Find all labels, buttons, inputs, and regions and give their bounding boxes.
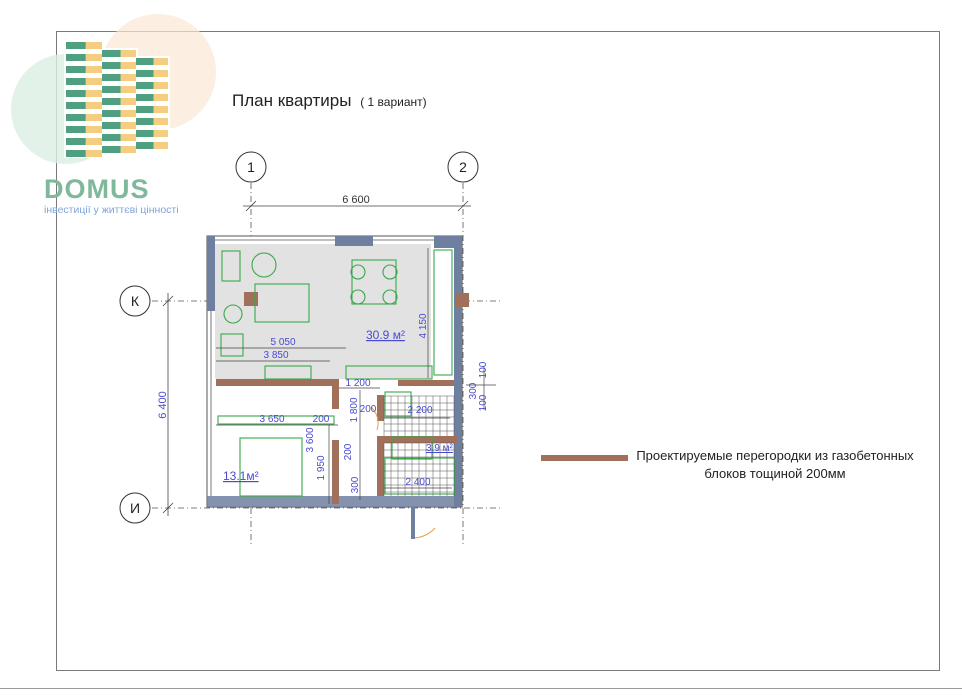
dim-living-width: 5 050: [270, 337, 295, 348]
apartment-outline: [206, 235, 463, 508]
legend-text: Проектируемые перегородки из газобетонны…: [636, 448, 914, 481]
bathroom-tiles: [383, 395, 455, 496]
internal-dim-lines: [216, 248, 496, 504]
dim-200-c: 200: [343, 443, 354, 460]
dim-1800: 1 800: [349, 397, 360, 422]
dim-100-a: 100: [478, 361, 489, 378]
legend-partition-swatch: [541, 455, 628, 461]
entry-door: [411, 507, 415, 539]
axis-label-2: 2: [459, 159, 467, 175]
logo-wordmark: DOMUS: [44, 174, 150, 204]
area-living: 30.9 м²: [366, 328, 405, 342]
area-bath: 3.9 м²: [426, 443, 454, 454]
dim-overall-depth: 6 400: [157, 391, 169, 419]
overall-dim-lines: [162, 200, 471, 516]
plan-title-main: План квартиры: [232, 91, 352, 110]
dim-300-a: 300: [350, 476, 361, 493]
axis-label-1: 1: [247, 159, 255, 175]
dim-bedroom-depth: 3 600: [305, 427, 316, 452]
domus-logo: DOMUS інвестиції у життєві цінності: [8, 14, 220, 216]
area-bedroom: 13.1м²: [223, 469, 259, 483]
furniture: [217, 249, 456, 497]
logo-buildings-graphic: [11, 14, 216, 164]
dim-200-b: 200: [360, 404, 377, 415]
axis-label-k: К: [131, 293, 140, 309]
axis-label-i: И: [130, 500, 140, 516]
dim-300-b: 300: [468, 382, 479, 399]
axis-bubble-1: 1: [235, 151, 267, 183]
logo-tagline: інвестиції у життєві цінності: [44, 204, 179, 216]
dim-bedroom-width: 3 650: [259, 414, 284, 425]
dim-bath-width: 2 200: [407, 405, 432, 416]
sheet-frame: [56, 31, 940, 671]
living-room-floor: [215, 244, 431, 379]
bottom-rule: [0, 688, 962, 689]
dim-wc-width: 2 400: [405, 477, 430, 488]
plan-title-variant: ( 1 вариант): [360, 95, 427, 109]
dim-200-a: 200: [313, 414, 330, 425]
plan-title: План квартиры ( 1 вариант): [232, 91, 427, 111]
dim-corridor-width: 1 200: [345, 378, 370, 389]
axis-bubble-k: К: [119, 285, 151, 317]
dim-living-inner: 3 850: [263, 350, 288, 361]
dim-overall-width: 6 600: [342, 194, 370, 206]
dim-living-depth: 4 150: [418, 313, 429, 338]
bedroom-floor: [216, 386, 333, 504]
axis-bubble-2: 2: [447, 151, 479, 183]
dim-100-b: 100: [478, 394, 489, 411]
partitions: [216, 292, 469, 504]
dim-1950: 1 950: [316, 455, 327, 480]
axis-bubble-i: И: [119, 492, 151, 524]
